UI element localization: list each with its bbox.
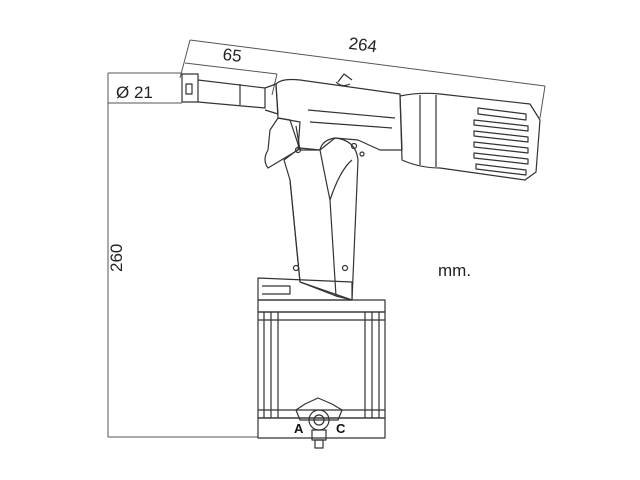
dim-65-label: 65 xyxy=(222,45,243,66)
air-cylinder xyxy=(257,311,386,419)
vent-slats xyxy=(473,107,529,176)
dim-264-line xyxy=(189,39,546,87)
dim-65-line xyxy=(184,62,278,75)
dim-264-label: 264 xyxy=(348,34,378,56)
base-label-c: C xyxy=(336,421,346,436)
base-plate xyxy=(257,417,386,439)
unit-label: mm. xyxy=(438,261,471,280)
dimension-lines xyxy=(107,39,546,438)
handle xyxy=(283,137,365,301)
base-label-a: A xyxy=(294,421,304,436)
dim-264-ext-right xyxy=(539,85,546,119)
air-fitting xyxy=(295,397,343,449)
motor-housing xyxy=(399,92,541,181)
dim-260-label: 260 xyxy=(107,244,126,272)
trigger-guard xyxy=(264,117,301,169)
tool-outline xyxy=(181,73,541,449)
nose-piece xyxy=(181,73,279,115)
dim-264-ext-left xyxy=(179,39,191,79)
cylinder-flange xyxy=(257,277,386,313)
dim-21-label: Ø 21 xyxy=(116,83,153,102)
